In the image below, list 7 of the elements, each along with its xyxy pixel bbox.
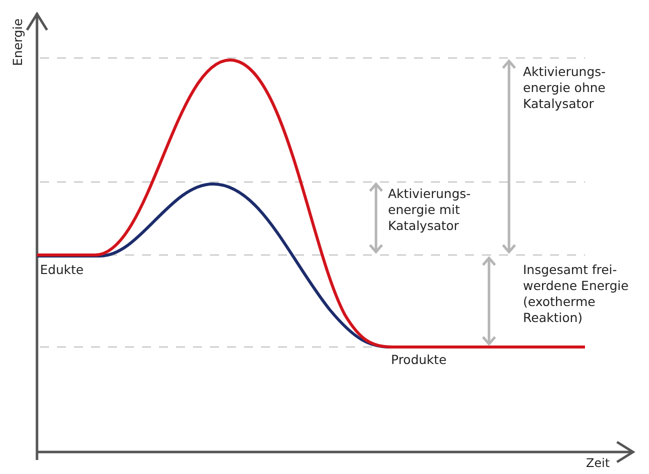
annotation-text: Aktivierungs-energie ohne Katalysator	[523, 64, 607, 112]
axis-label: Energie	[10, 18, 26, 66]
annotation-text: Aktivierungs-energie mit Katalysator	[388, 186, 472, 234]
axis-label: Zeit	[586, 456, 611, 471]
annotation-text: Insgesamt frei-werdene Energie (exotherme Reaktion)	[523, 262, 630, 326]
state-label: Edukte	[40, 262, 85, 278]
state-label: Produkte	[391, 352, 448, 368]
